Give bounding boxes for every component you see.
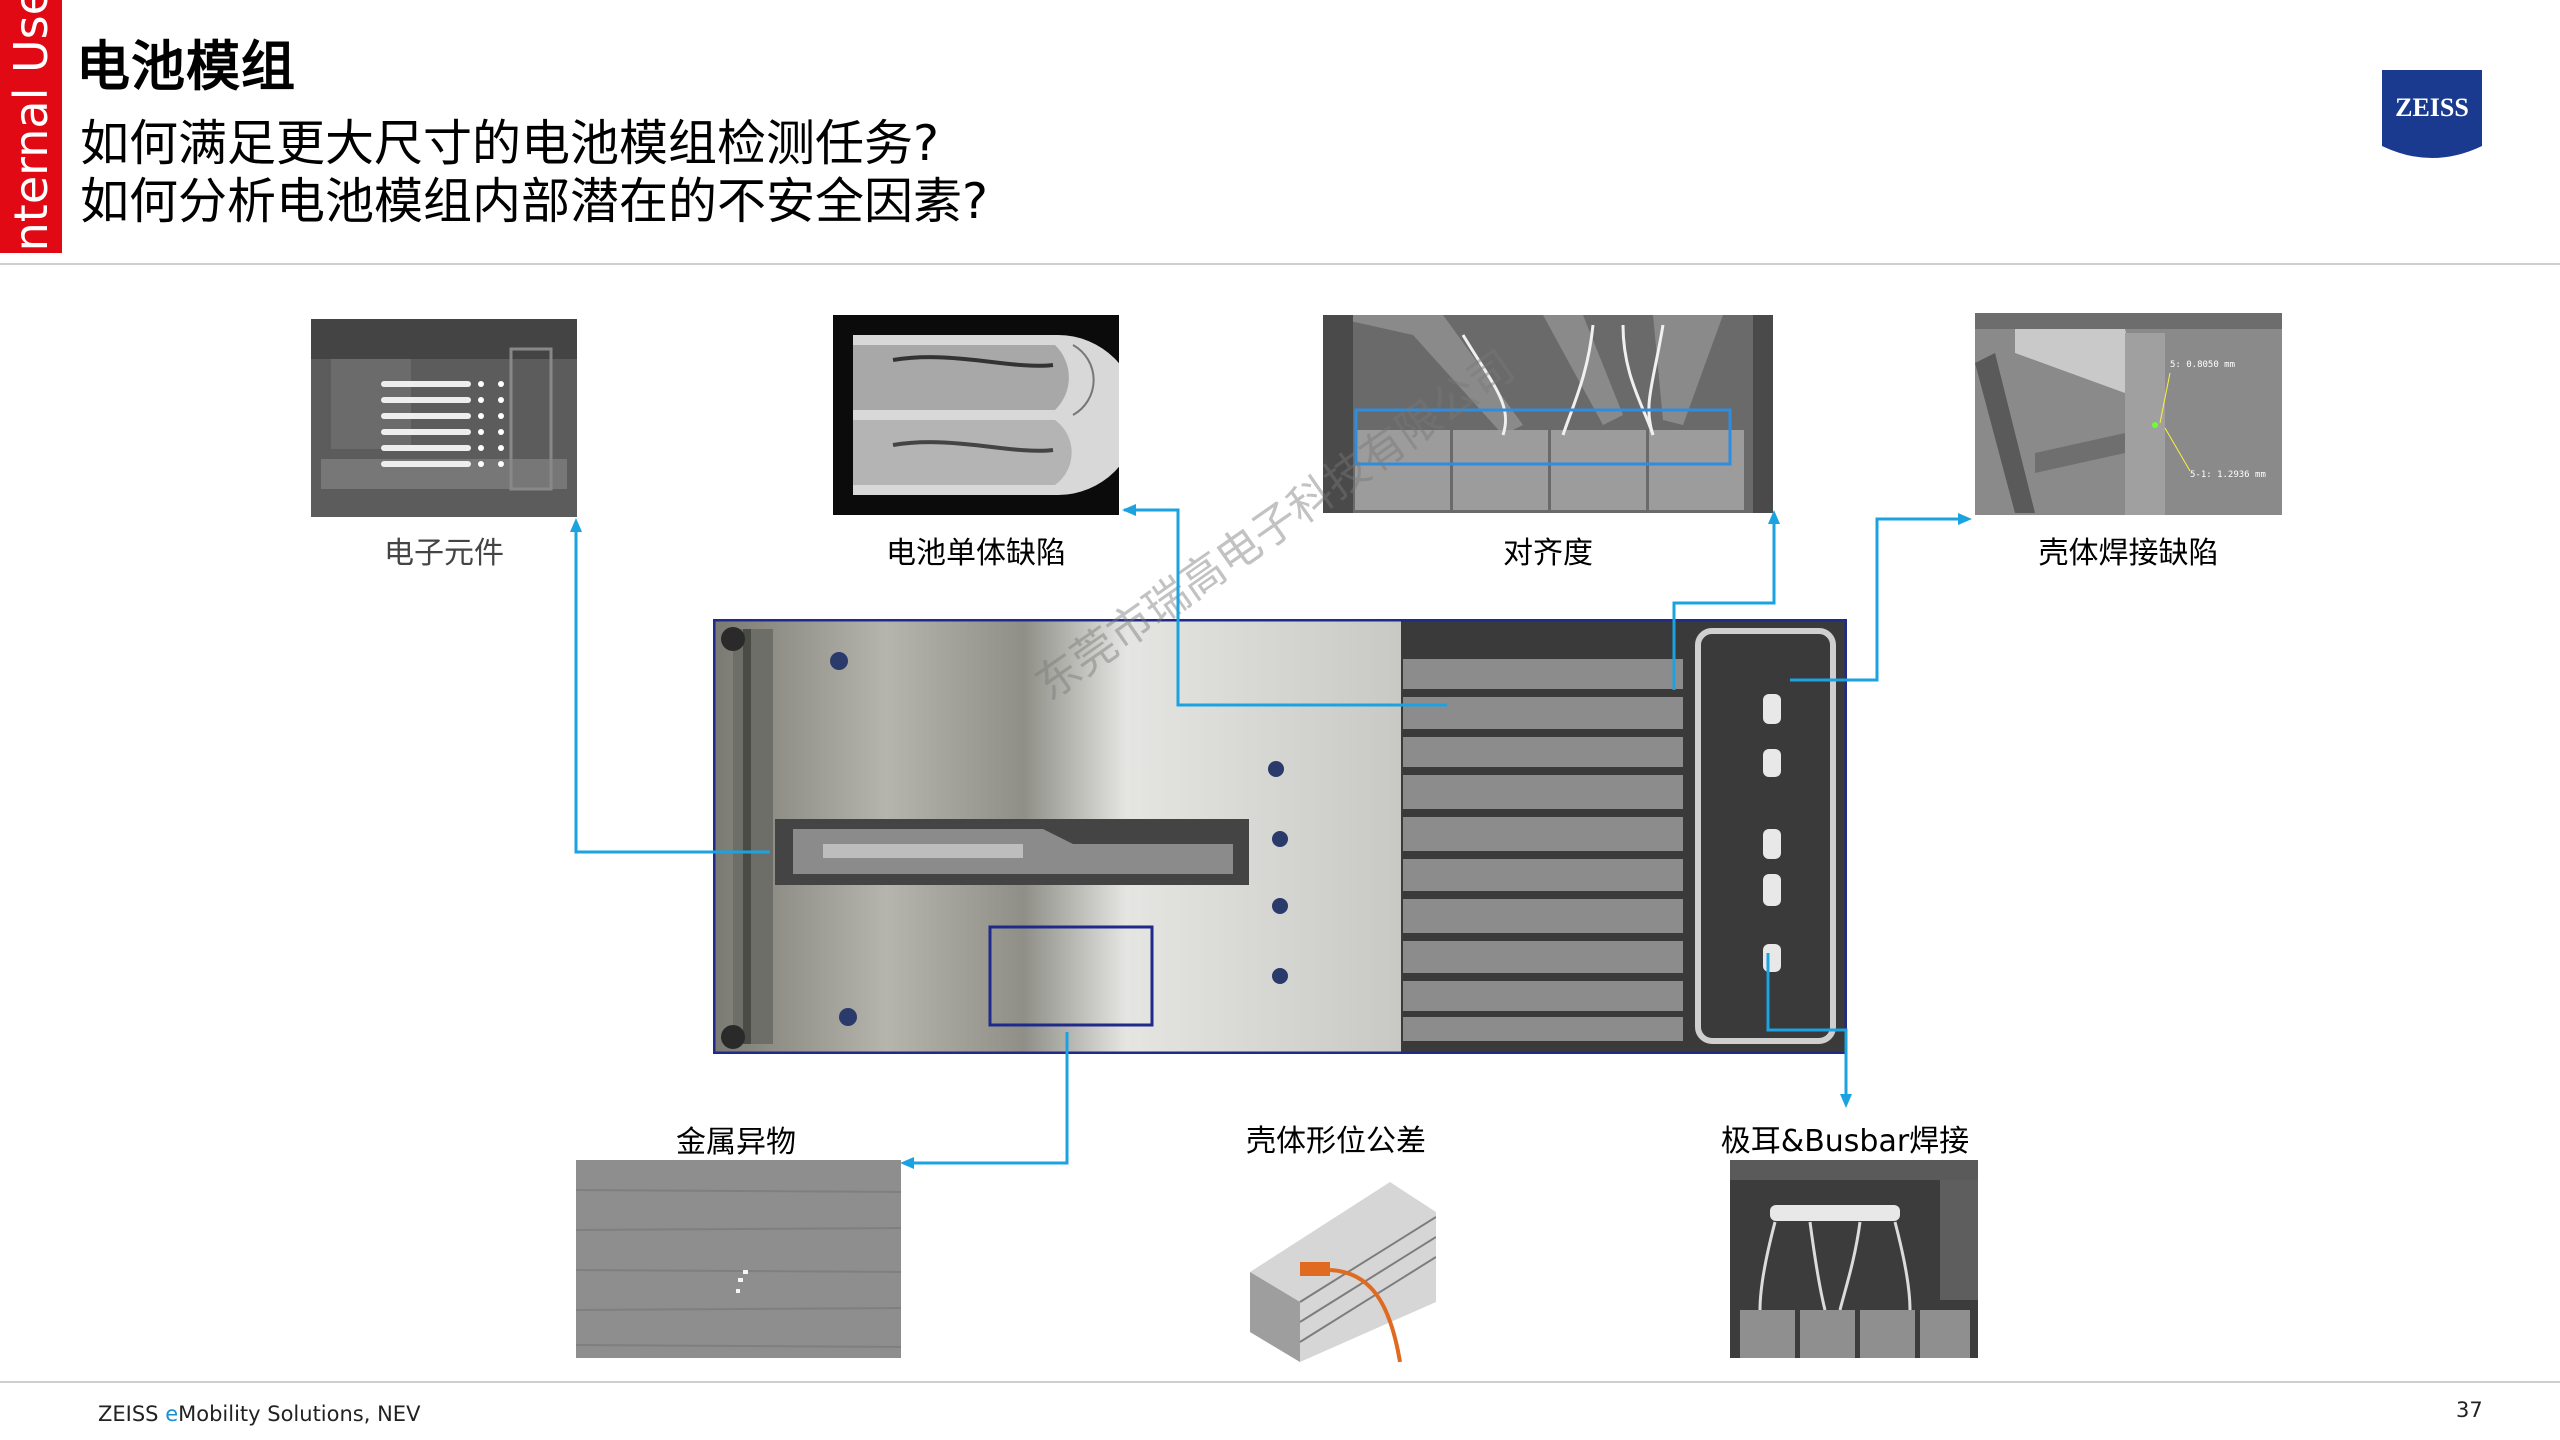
label-metal-foreign: 金属异物 xyxy=(676,1125,796,1160)
cell-defect-image xyxy=(833,315,1119,515)
arrow-to-electronic xyxy=(574,528,770,854)
label-alignment: 对齐度 xyxy=(1503,536,1593,571)
label-shell-weld: 壳体焊接缺陷 xyxy=(2038,536,2219,571)
label-shell-tolerance: 壳体形位公差 xyxy=(1246,1124,1426,1159)
tab-busbar-image xyxy=(1730,1160,1978,1358)
page-title: 电池模组 xyxy=(76,35,296,98)
shell-tolerance-image xyxy=(1240,1172,1436,1362)
zeiss-logo: ZEISS xyxy=(2382,70,2482,170)
internal-use-tag: Internal Use xyxy=(0,0,62,253)
arrow-to-tab-busbar xyxy=(1766,953,1848,1098)
measurement-1: 5: 0.8050 mm xyxy=(2170,360,2235,370)
alignment-image xyxy=(1323,315,1773,513)
footer-e: e xyxy=(165,1402,179,1426)
measurement-2: 5-1: 1.2936 mm xyxy=(2190,470,2266,480)
label-electronic: 电子元件 xyxy=(384,536,504,571)
header-divider xyxy=(0,263,2560,265)
arrow-to-metal-foreign xyxy=(910,1032,1069,1165)
electronic-component-image xyxy=(311,319,577,517)
page-number: 37 xyxy=(2456,1398,2483,1422)
arrow-to-shell-weld xyxy=(1790,517,1962,682)
logo-text: ZEISS xyxy=(2395,93,2469,122)
footer-brand: ZEISS xyxy=(98,1402,166,1426)
question-1: 如何满足更大尺寸的电池模组检测任务? xyxy=(80,115,940,172)
battery-module-image xyxy=(713,619,1847,1054)
arrow-to-alignment xyxy=(1672,520,1776,690)
footer-divider xyxy=(0,1381,2560,1383)
shell-weld-image: 5: 0.8050 mm 5-1: 1.2936 mm xyxy=(1975,313,2282,515)
label-cell-defect: 电池单体缺陷 xyxy=(886,536,1066,571)
label-tab-busbar: 极耳&Busbar焊接 xyxy=(1720,1124,1970,1159)
footer-text: ZEISS eMobility Solutions, NEV xyxy=(98,1402,420,1426)
question-2: 如何分析电池模组内部潜在的不安全因素? xyxy=(80,173,989,230)
metal-foreign-image xyxy=(576,1160,901,1358)
footer-rest: Mobility Solutions, NEV xyxy=(178,1402,421,1426)
arrow-to-cell-defect xyxy=(1124,508,1447,707)
